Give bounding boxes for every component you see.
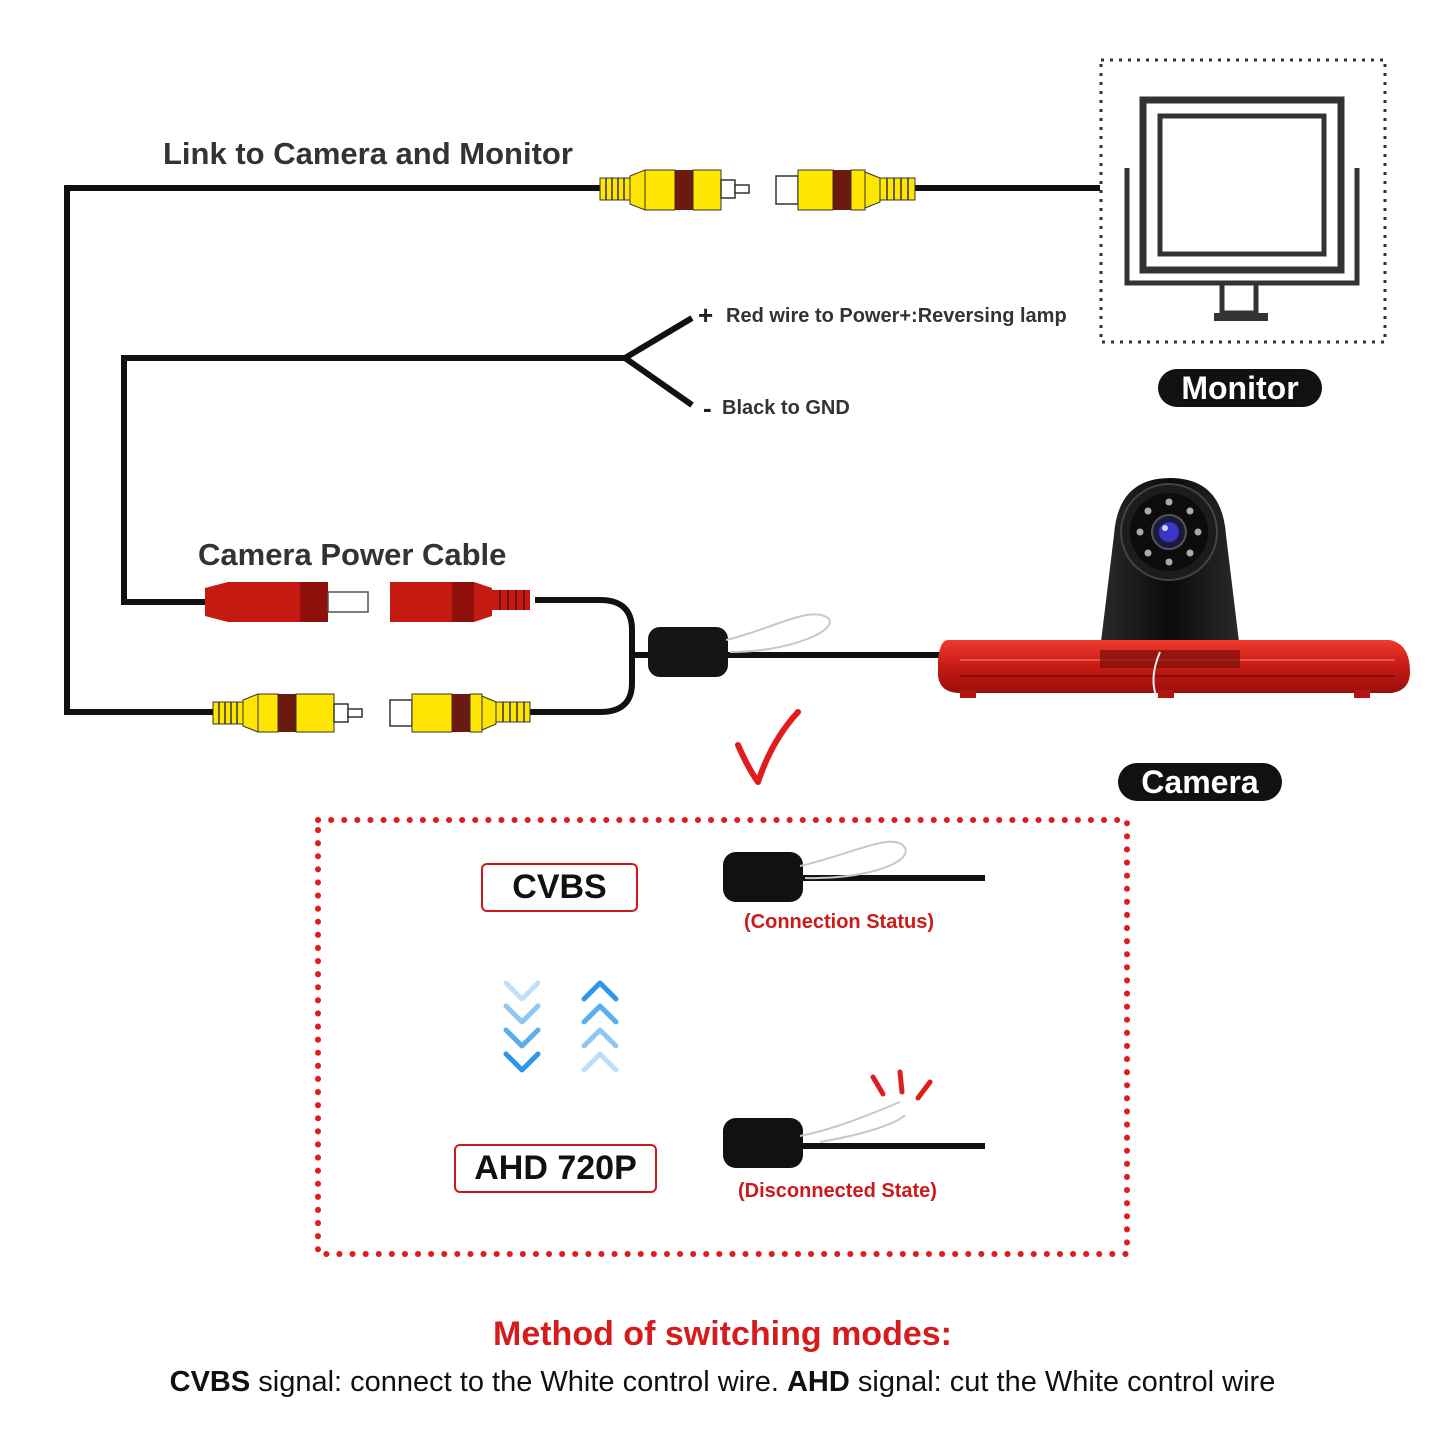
power-cable-label: Camera Power Cable — [198, 537, 507, 572]
camera-icon — [938, 478, 1410, 701]
disconnected-state-label: (Disconnected State) — [738, 1180, 937, 1202]
cvbs-method-text: signal: connect to the White control wir… — [250, 1366, 787, 1398]
power-connector-female — [390, 582, 530, 622]
monitor-icon — [1099, 58, 1387, 344]
method-description: CVBS signal: connect to the White contro… — [0, 1366, 1445, 1399]
black-wire-label: Black to GND — [722, 397, 850, 419]
ahd-bold-text: AHD — [786, 1366, 850, 1398]
red-wire-label: Red wire to Power+:Reversing lamp — [726, 305, 1067, 327]
video-link-wire — [64, 185, 1100, 715]
ahd-mode-box: AHD 720P — [454, 1144, 657, 1193]
mode-switch-block — [648, 613, 831, 677]
monitor-badge: Monitor — [1158, 369, 1322, 407]
rca-male-connector-top — [599, 169, 750, 211]
method-title: Method of switching modes: — [493, 1315, 952, 1353]
plus-sign: + — [698, 300, 714, 330]
down-chevrons-icon — [503, 980, 541, 1073]
ahd-method-text: signal: cut the White control wire — [849, 1366, 1276, 1398]
switch-disconnected-illustration — [723, 1069, 985, 1168]
cvbs-bold-text: CVBS — [169, 1366, 251, 1398]
switch-connected-illustration — [723, 840, 985, 902]
rca-female-connector-top — [775, 169, 916, 211]
camera-badge: Camera — [1118, 763, 1282, 801]
power-connector-male — [205, 582, 369, 622]
up-chevrons-icon — [581, 980, 619, 1073]
power-wire — [121, 315, 694, 605]
link-label: Link to Camera and Monitor — [163, 136, 573, 171]
cvbs-mode-box: CVBS — [481, 863, 638, 912]
connection-status-label: (Connection Status) — [744, 911, 934, 933]
rca-male-connector-bottom — [212, 693, 363, 733]
minus-sign: - — [703, 393, 712, 423]
red-check-arrow-icon — [735, 709, 801, 785]
camera-harness-wire — [530, 597, 940, 715]
rca-female-connector-bottom — [389, 693, 531, 733]
mode-panel-border — [315, 817, 1130, 1257]
